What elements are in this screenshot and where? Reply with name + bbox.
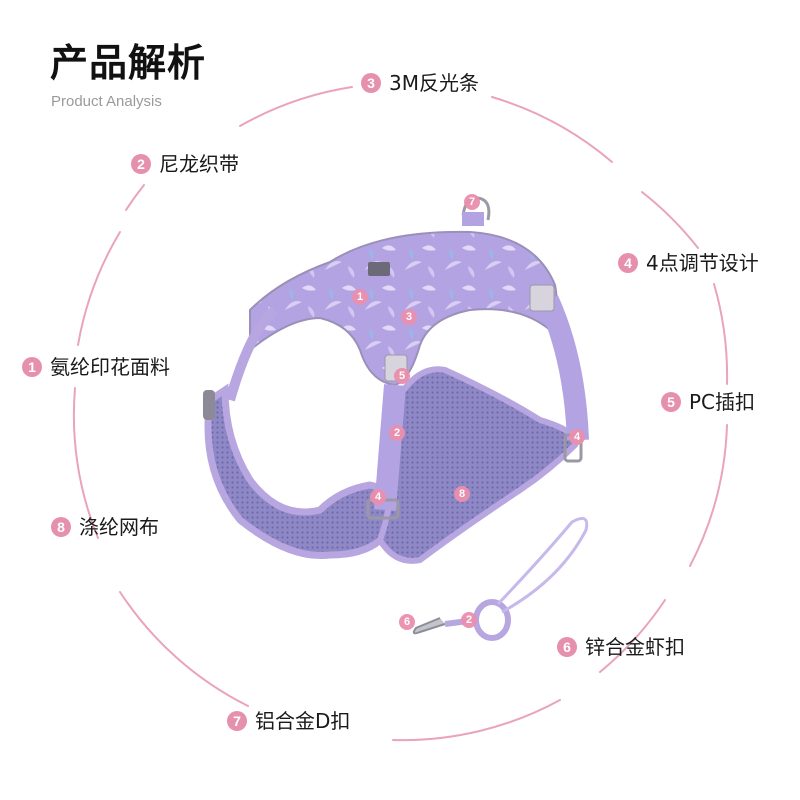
- callout-1-fabric: 1 氨纶印花面料: [22, 357, 170, 377]
- callout-text: PC插扣: [689, 390, 756, 414]
- product-pin-8: 8: [454, 486, 470, 502]
- product-pin-2: 2: [389, 425, 405, 441]
- callout-5-pc-buckle: 5 PC插扣: [661, 392, 755, 412]
- page-title: 产品解析: [50, 41, 207, 85]
- number-badge-3: 3: [361, 73, 381, 93]
- callout-text: 尼龙织带: [159, 152, 239, 176]
- callout-text: 铝合金D扣: [255, 709, 351, 733]
- callout-text: 锌合金虾扣: [585, 635, 685, 659]
- callout-7-d-ring: 7 铝合金D扣: [227, 711, 350, 731]
- page-subtitle: Product Analysis: [51, 93, 162, 110]
- callout-8-mesh: 8 涤纶网布: [51, 517, 159, 537]
- callout-3-reflective-strip: 3 3M反光条: [361, 73, 479, 93]
- callout-6-hook: 6 锌合金虾扣: [557, 637, 685, 657]
- number-badge-1: 1: [22, 357, 42, 377]
- callout-4-adjustment: 4 4点调节设计: [618, 253, 759, 273]
- product-pin-4a: 4: [569, 429, 585, 445]
- callout-2-nylon-webbing: 2 尼龙织带: [131, 154, 239, 174]
- number-badge-5: 5: [661, 392, 681, 412]
- product-pin-2b: 2: [461, 612, 477, 628]
- product-pin-7: 7: [464, 194, 480, 210]
- number-badge-6: 6: [557, 637, 577, 657]
- callout-text: 氨纶印花面料: [50, 355, 170, 379]
- number-badge-8: 8: [51, 517, 71, 537]
- callout-text: 3M反光条: [389, 71, 479, 95]
- product-pin-1: 1: [352, 289, 368, 305]
- product-pin-5: 5: [394, 368, 410, 384]
- number-badge-2: 2: [131, 154, 151, 174]
- product-pin-4b: 4: [370, 489, 386, 505]
- callout-text: 4点调节设计: [646, 251, 759, 275]
- number-badge-7: 7: [227, 711, 247, 731]
- product-pin-6: 6: [399, 614, 415, 630]
- callout-text: 涤纶网布: [79, 515, 159, 539]
- product-pin-3: 3: [401, 309, 417, 325]
- number-badge-4: 4: [618, 253, 638, 273]
